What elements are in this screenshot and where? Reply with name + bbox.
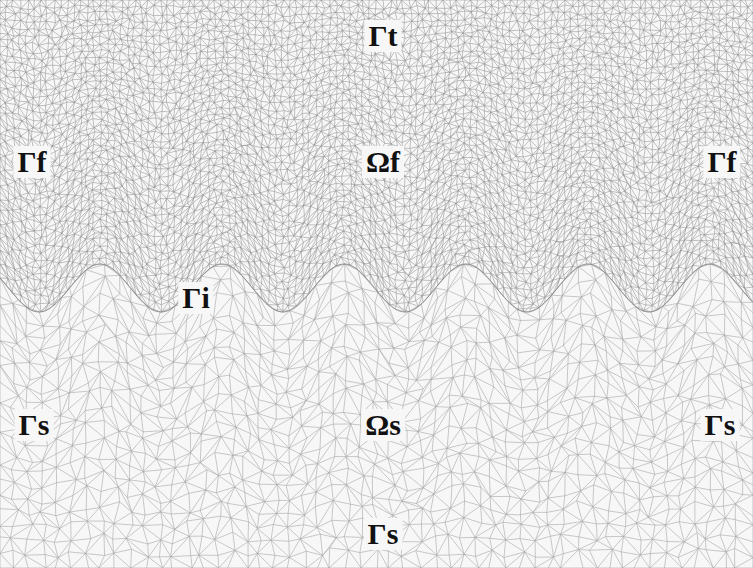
- solid-boundary-label: Γs: [701, 409, 740, 441]
- fluid-mesh: [0, 0, 753, 312]
- solid-boundary-label: Γs: [364, 518, 403, 550]
- interface-label: Γi: [178, 282, 213, 314]
- fluid-boundary-label: Γf: [703, 146, 740, 178]
- solid-mesh: [0, 264, 753, 568]
- interface-line: [0, 264, 752, 312]
- top-boundary-label: Γt: [364, 20, 401, 52]
- fluid-domain-label: Ωf: [362, 146, 404, 178]
- solid-boundary-label: Γs: [15, 409, 54, 441]
- solid-domain-label: Ωs: [361, 409, 405, 441]
- fluid-boundary-label: Γf: [13, 146, 50, 178]
